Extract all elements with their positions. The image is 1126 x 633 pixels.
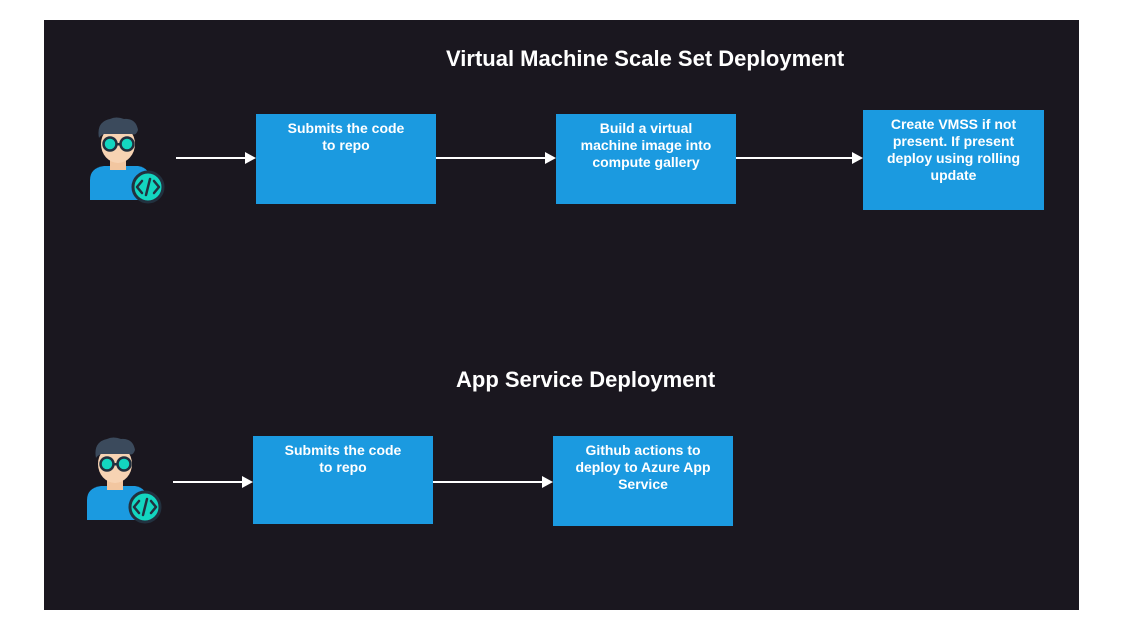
step-submit-code-2: Submits the code to repo [253,436,433,524]
step-create-vmss: Create VMSS if not present. If present d… [863,110,1044,210]
arrow-dev-to-submit-2 [173,476,253,488]
step-github-actions-deploy: Github actions to deploy to Azure App Se… [553,436,733,526]
app-service-diagram-title: App Service Deployment [456,367,716,392]
developer-icon [90,117,165,204]
arrow-build-to-vmss [736,152,863,164]
arrow-submit-to-github-actions [433,476,553,488]
developer-icon [87,437,162,524]
vmss-diagram-title: Virtual Machine Scale Set Deployment [446,46,845,71]
arrow-submit-to-build [436,152,556,164]
step-submit-code: Submits the code to repo [256,114,436,204]
arrow-dev-to-submit [176,152,256,164]
step-build-vm-image: Build a virtual machine image into compu… [556,114,736,204]
